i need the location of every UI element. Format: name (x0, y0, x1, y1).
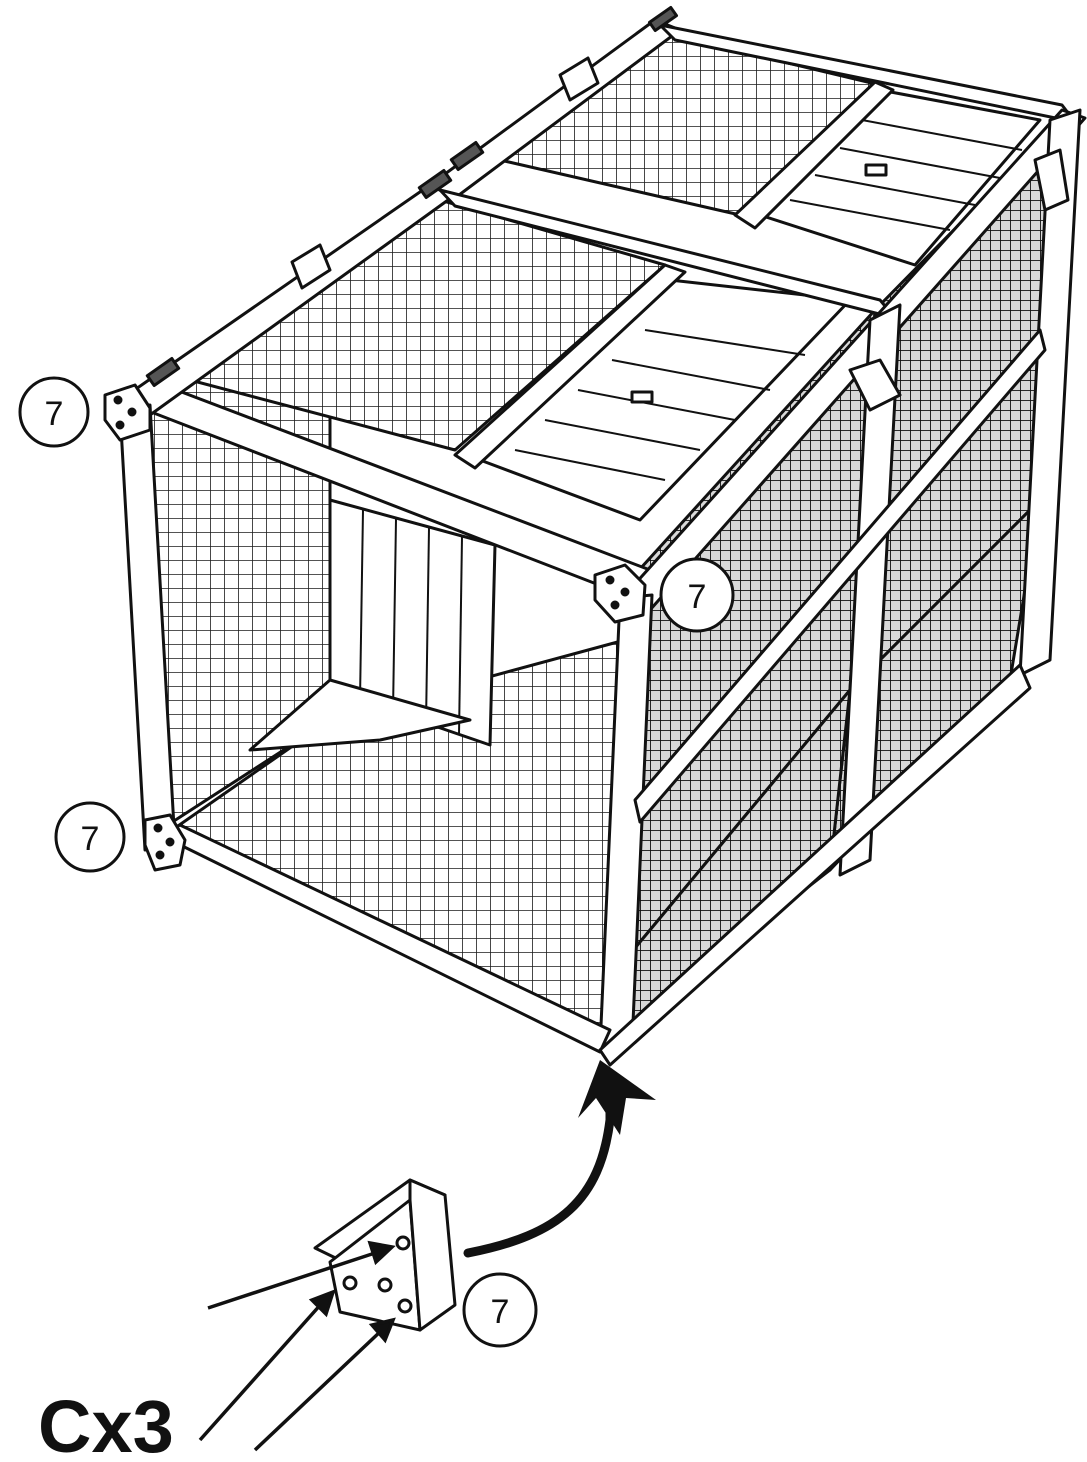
placement-arrow (463, 1060, 656, 1258)
frame-brace-1 (848, 358, 902, 412)
roof-handles (290, 56, 888, 404)
ramp-board (328, 498, 497, 747)
callout-part: 7 (462, 1272, 538, 1348)
screw-quantity-label: Cx3 (38, 1385, 174, 1462)
callout-top-left-label: 7 (45, 395, 64, 433)
frame-roof-divider-front (453, 263, 687, 470)
handle-front (290, 243, 332, 290)
callout-bottom-left-label: 7 (81, 820, 100, 858)
screw-arrow-2 (198, 1301, 324, 1442)
callout-top-right: 7 (659, 557, 735, 633)
bracket-hole-4 (397, 1298, 413, 1314)
installed-brackets (103, 383, 647, 872)
hinge-1 (145, 356, 181, 388)
placement-arrow-head (578, 1060, 656, 1135)
handle-rear (558, 56, 600, 102)
bracket-bottom-left (143, 813, 187, 872)
hinges (145, 5, 679, 388)
callout-bottom-left: 7 (54, 801, 126, 873)
bracket-hole-1 (395, 1235, 411, 1251)
frame-post-rear-right (1018, 108, 1082, 677)
bracket-hole-3 (377, 1277, 393, 1293)
latch-rear (864, 163, 888, 177)
latch-front (630, 390, 654, 404)
screw-arrows (198, 1240, 396, 1452)
hinge-2 (417, 168, 453, 200)
frame-post-middle-right (838, 303, 902, 877)
callout-part-label: 7 (491, 1293, 510, 1331)
frame-brace-2 (1033, 148, 1070, 212)
screw-arrow-1 (207, 1250, 379, 1310)
bracket-part-side-face (408, 1178, 457, 1332)
bracket-hole-2 (342, 1275, 358, 1291)
frame-bottom-right-rail (598, 663, 1032, 1067)
ramp-support (248, 678, 472, 752)
hutch-run (103, 5, 1087, 1067)
frame-side-mid-rail (633, 328, 1047, 824)
bracket-part-detail (313, 1178, 457, 1332)
callout-top-right-label: 7 (688, 578, 707, 616)
hinge-3 (449, 140, 485, 172)
frame-roof-divider-rear (733, 80, 895, 230)
screw-arrow-3 (253, 1328, 384, 1452)
callout-top-left: 7 (18, 376, 90, 448)
hinge-4 (647, 5, 679, 33)
